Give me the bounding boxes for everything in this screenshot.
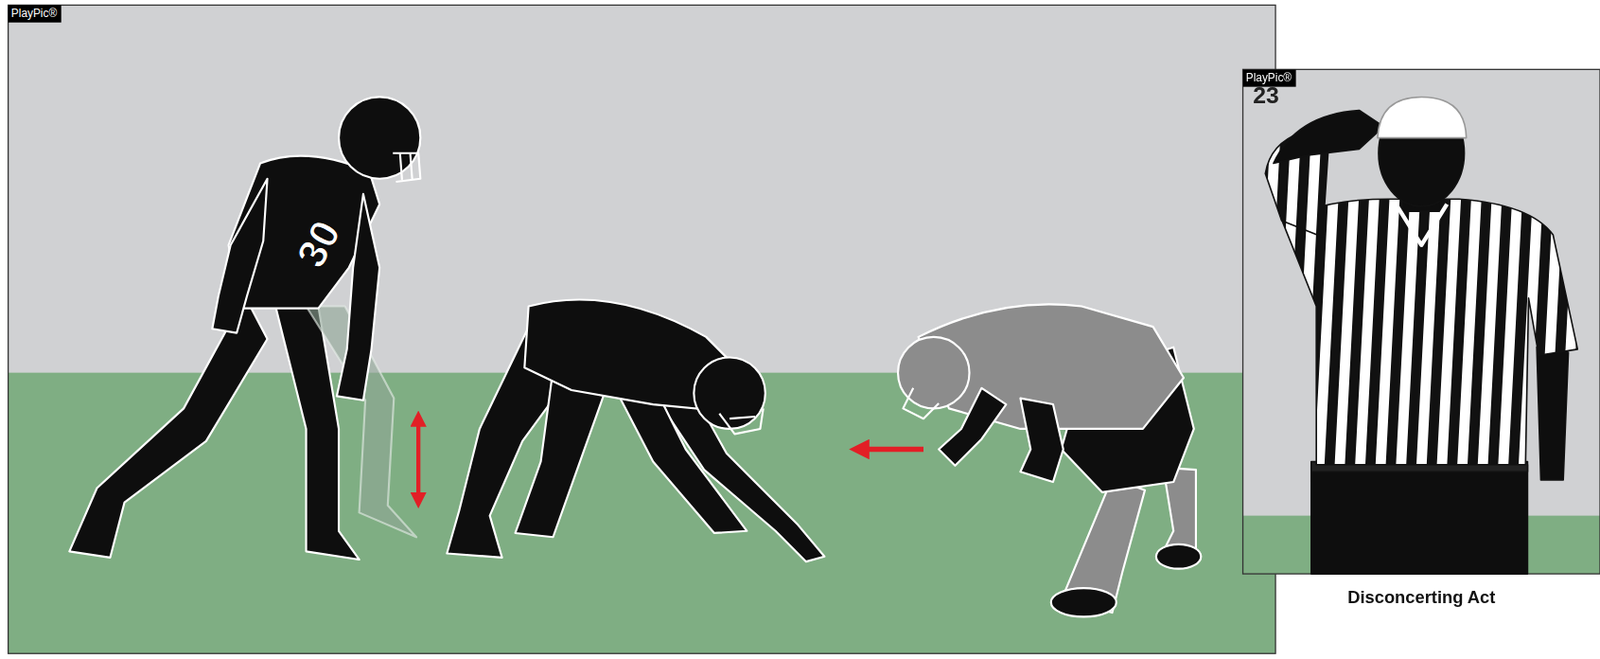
signal-panel: PlayPic®23Disconcerting Act bbox=[1243, 69, 1600, 574]
referee-figure bbox=[1265, 96, 1578, 574]
scene-panel: PlayPic® bbox=[8, 4, 1276, 653]
opponent-player bbox=[897, 303, 1201, 616]
standing-player bbox=[69, 96, 421, 560]
motion-arrow bbox=[418, 418, 924, 500]
stance-player bbox=[446, 298, 825, 562]
signal-caption: Disconcerting Act bbox=[1243, 587, 1600, 609]
signal-panel bbox=[1243, 69, 1600, 574]
brand-tag: PlayPic® bbox=[8, 4, 62, 22]
callout-number: 23 bbox=[1252, 81, 1280, 109]
scene-panel bbox=[8, 4, 1276, 653]
